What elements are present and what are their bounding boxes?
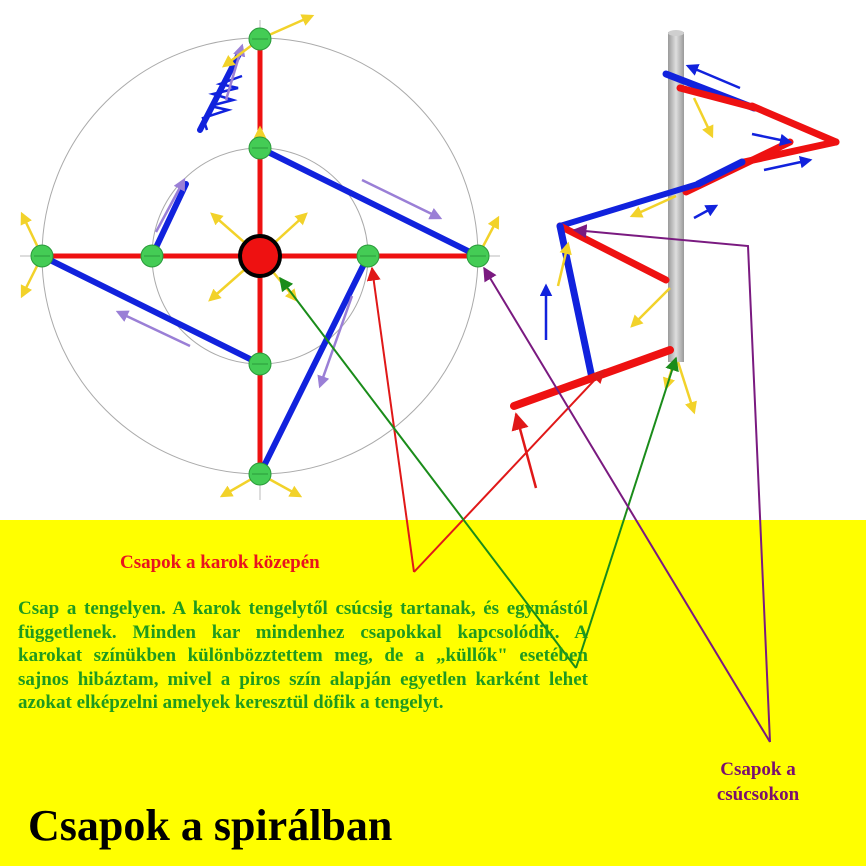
blue-levers [39, 49, 481, 477]
canvas-area [0, 0, 866, 520]
red-pointers [366, 266, 605, 573]
label-center-pins: Csapok a karok közepén [120, 552, 320, 573]
page-title: Csapok a spirálban [28, 801, 393, 850]
spring [201, 74, 243, 131]
purple-pointers [483, 224, 771, 743]
side-blue-arrows [539, 64, 813, 340]
side-levers [510, 70, 840, 410]
axle-pin [238, 234, 282, 278]
description-text: Csap a tengelyen. A karok tengelytől csú… [18, 598, 588, 713]
label-tip-pins: Csapok a csúcsokon [716, 759, 800, 805]
side-view [510, 30, 840, 489]
green-pointers [279, 276, 679, 669]
top-view [20, 14, 500, 500]
side-red-arrow [511, 412, 538, 489]
